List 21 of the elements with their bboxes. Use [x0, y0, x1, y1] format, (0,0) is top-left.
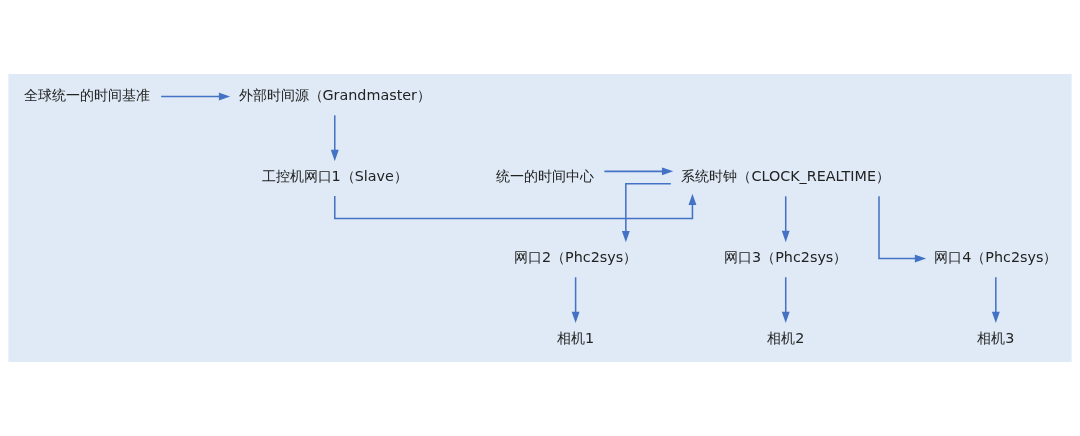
arrow [991, 276, 1000, 324]
arrow [330, 114, 339, 162]
node-text: 外部时间源（Grandmaster） [238, 87, 431, 104]
node-text: 相机1 [557, 330, 595, 347]
node-text: 相机2 [767, 330, 805, 347]
arrow [160, 92, 231, 101]
node-text: 全球统一的时间基准 [23, 87, 150, 104]
node-text: 网口2（Phc2sys） [513, 249, 638, 266]
node-text: 网口3（Phc2sys） [724, 249, 848, 266]
node-text: 网口4（Phc2sys） [934, 249, 1058, 266]
arrow [334, 193, 697, 220]
node-text: 系统时钟（CLOCK_REALTIME） [681, 168, 890, 185]
arrow [621, 182, 672, 243]
node-text: 统一的时间中心 [495, 168, 594, 185]
arrow [781, 276, 790, 324]
arrow [878, 195, 927, 263]
arrow [603, 167, 674, 176]
arrow [781, 195, 790, 243]
node-text: 工控机网口1（Slave） [261, 168, 408, 185]
arrow [571, 276, 580, 324]
node-text: 相机3 [977, 330, 1015, 347]
